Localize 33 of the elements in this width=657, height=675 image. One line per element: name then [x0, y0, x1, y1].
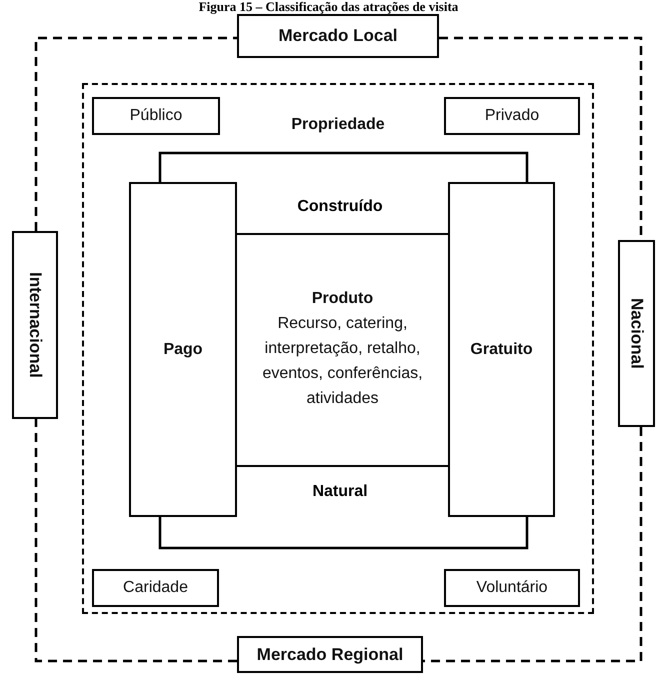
node-label: Pago — [163, 340, 203, 360]
node-label: Propriedade — [291, 115, 385, 135]
market-box — [237, 636, 423, 673]
node-label: Privado — [484, 106, 540, 126]
category-box — [444, 569, 580, 607]
bracket-connector — [158, 152, 528, 182]
category-box — [92, 569, 219, 607]
node-label: Nacional — [626, 298, 646, 369]
price-box — [448, 182, 555, 517]
market-box — [237, 14, 439, 58]
node-label: Caridade — [123, 578, 188, 598]
bracket-connector — [158, 517, 528, 550]
category-box — [92, 97, 220, 135]
node-label: Voluntário — [476, 578, 548, 598]
property-frame — [82, 83, 594, 614]
node-label: Gratuito — [470, 340, 533, 360]
product-box — [235, 233, 450, 467]
category-label: Construído — [297, 198, 383, 216]
dashed-connector — [34, 36, 237, 231]
market-box — [12, 231, 58, 419]
figure-title: Figura 15 – Classificação das atrações de visita — [198, 0, 460, 14]
node-label: Internacional — [25, 272, 45, 378]
price-box — [129, 182, 237, 517]
node-label: Mercado Local — [278, 26, 398, 46]
body-text: Recurso, catering, interpretação, retalho, eventos, conferências, atividades — [261, 314, 424, 409]
heading-text: Produto — [312, 289, 374, 309]
node-label: Mercado Regional — [256, 644, 404, 664]
dashed-connector — [423, 427, 642, 662]
dashed-connector — [34, 419, 237, 662]
category-box — [444, 97, 580, 135]
node-label: Público — [130, 106, 182, 126]
market-box — [618, 240, 655, 427]
category-label: Natural — [312, 483, 368, 501]
